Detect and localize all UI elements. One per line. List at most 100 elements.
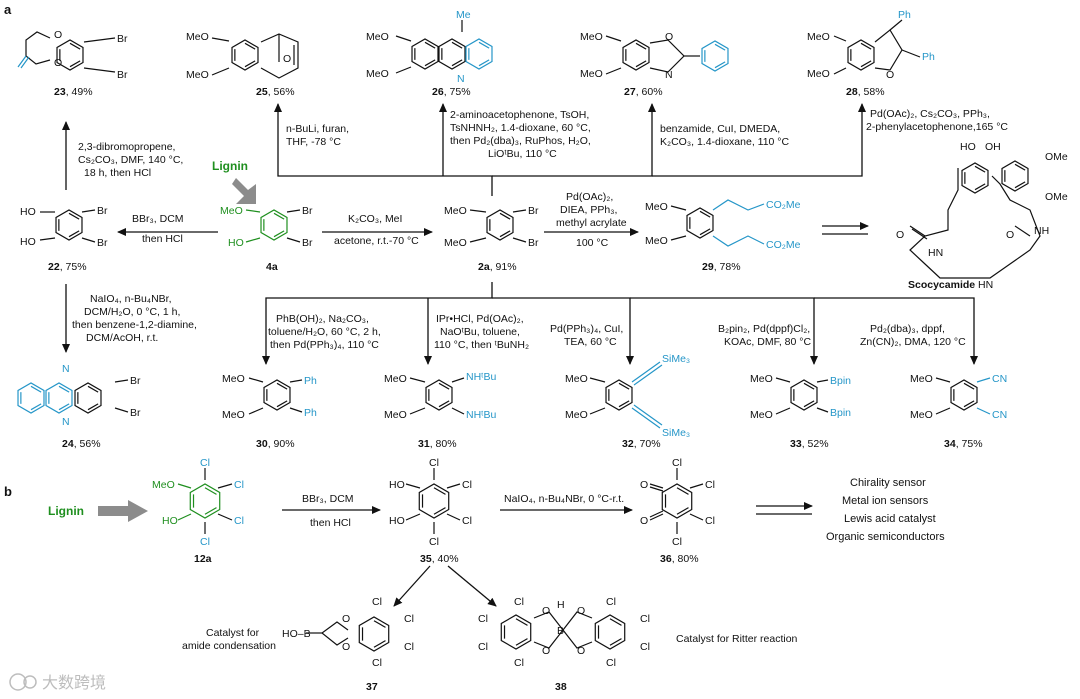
ring <box>500 614 532 650</box>
conditions-to-24: NaIO₄, n-Bu₄NBr,DCM/H₂O, 0 °C, 1 h,then … <box>72 293 197 344</box>
atom-label: Ph <box>898 9 911 21</box>
atom-label: Ph <box>304 375 317 387</box>
atom-label: Br <box>97 205 108 217</box>
ring-double-bond <box>58 403 70 411</box>
atom-label: Cl <box>672 536 682 548</box>
compound-label-33: 33, 52% <box>790 438 829 450</box>
atom-label: Br <box>528 205 539 217</box>
compound-label-23: 23, 49% <box>54 86 93 98</box>
atom-label: CO₂Me <box>766 199 801 211</box>
ring <box>790 379 818 411</box>
atom-label: MeO <box>750 409 773 421</box>
atom-label: Ph <box>304 407 317 419</box>
compound-label-36: 36, 80% <box>660 553 699 565</box>
ring-double-bond <box>609 638 622 646</box>
conditions-to-33: B₂pin₂, Pd(dppf)Cl₂,KOAc, DMF, 80 °C <box>718 323 811 348</box>
ring-double-bond <box>499 212 511 220</box>
ring-double-bond <box>204 487 217 495</box>
atom-label: Br <box>302 205 313 217</box>
atom-label: Cl <box>404 613 414 625</box>
atom-label: MeO <box>444 237 467 249</box>
ring <box>465 38 493 70</box>
compound-label-32: 32, 70% <box>622 438 661 450</box>
ring <box>661 483 693 519</box>
ring <box>45 382 73 414</box>
atom-label: MeO <box>580 31 603 43</box>
atom-label: O <box>886 69 894 81</box>
atom-labels: O O Br Br MeO MeO O MeO MeO Me N MeO MeO… <box>20 9 1068 669</box>
application-38: Catalyst for Ritter reaction <box>676 633 798 645</box>
atom-label: HN <box>978 279 993 291</box>
atom-label: O <box>54 29 62 41</box>
atom-label: MeO <box>910 373 933 385</box>
ring <box>686 207 714 239</box>
ring-double-bond <box>276 400 288 408</box>
atom-label: MeO <box>750 373 773 385</box>
atom-label: O <box>640 479 648 491</box>
atom-label: Cl <box>372 657 382 669</box>
compound-label-37: 37 <box>366 681 378 693</box>
atom-label: N <box>457 73 465 85</box>
ring <box>411 38 439 70</box>
lignin-label-b: Lignin <box>48 504 84 518</box>
compound-label-35: 35, 40% <box>420 553 459 565</box>
atom-label: Cl <box>478 613 488 625</box>
atom-label: Cl <box>606 657 616 669</box>
atom-label: Cl <box>462 479 472 491</box>
ring-double-bond <box>618 400 630 408</box>
ring-double-bond <box>478 41 490 49</box>
ring-double-bond <box>87 403 99 411</box>
ring <box>418 483 450 519</box>
atom-label: N <box>665 69 673 81</box>
atom-label: HO <box>960 141 976 153</box>
atom-label: O <box>54 57 62 69</box>
atom-label: OMe <box>1045 151 1068 163</box>
atom-label: HO <box>389 515 405 527</box>
atom-label: O <box>640 515 648 527</box>
atom-label: Cl <box>404 641 414 653</box>
ring-double-bond <box>244 60 256 68</box>
atom-label: O <box>1006 229 1014 241</box>
atom-label: Cl <box>514 657 524 669</box>
ring-double-bond <box>68 212 80 220</box>
atom-label: O <box>542 605 550 617</box>
ring-double-bond <box>69 42 81 50</box>
ring <box>260 209 288 241</box>
atom-label: O <box>577 645 585 657</box>
atom-label: HO <box>228 237 244 249</box>
ring-double-bond <box>273 230 285 238</box>
ring-double-bond <box>974 165 986 173</box>
atom-label: CN <box>992 409 1007 421</box>
compound-label-4a: 4a <box>266 261 278 273</box>
lignin-block-arrow-b <box>98 500 148 522</box>
atom-label: Bpin <box>830 375 851 387</box>
arrow-to-25 <box>274 103 493 196</box>
atom-label: O <box>283 53 291 65</box>
atom-label: MeO <box>807 31 830 43</box>
ring-double-bond <box>273 212 285 220</box>
arrow-to-37 <box>393 565 431 607</box>
ring <box>950 379 978 411</box>
atom-label: Br <box>528 237 539 249</box>
ring-double-bond <box>860 60 872 68</box>
compound-label-38: 38 <box>555 681 567 693</box>
ring <box>594 614 626 650</box>
compound-label-29: 29, 78% <box>702 261 741 273</box>
ring-double-bond <box>499 230 511 238</box>
compound-label-25: 25, 56% <box>256 86 295 98</box>
atom-label: OMe <box>1045 191 1068 203</box>
atom-label: N <box>62 416 70 428</box>
ring <box>358 616 390 652</box>
ring-double-bond <box>714 61 726 69</box>
atom-label: Br <box>117 33 128 45</box>
ring-double-bond <box>424 59 436 67</box>
atom-label: MeO <box>152 479 175 491</box>
atom-label: OH <box>985 141 1001 153</box>
atom-label: Cl <box>640 613 650 625</box>
ring <box>605 379 633 411</box>
ring-double-bond <box>204 507 217 515</box>
ring-double-bond <box>676 487 689 495</box>
ring-double-bond <box>438 400 450 408</box>
lignin-block-arrow-a <box>232 178 256 204</box>
